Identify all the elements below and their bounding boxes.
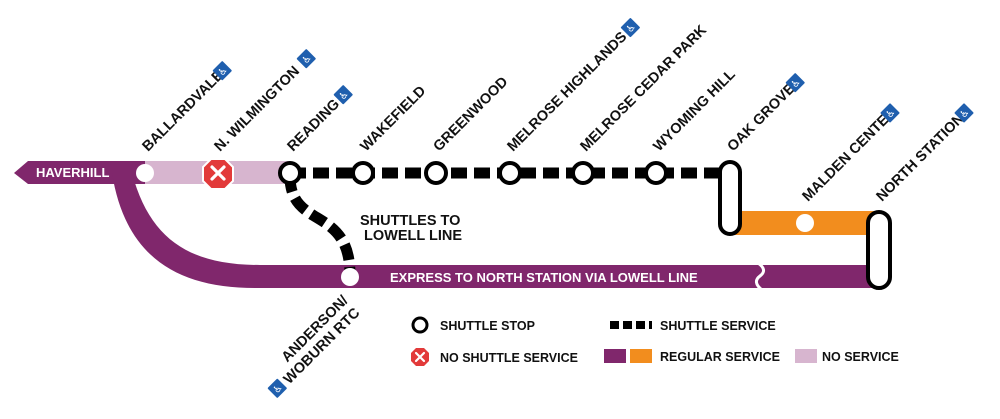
route-break-mark [755,261,765,292]
north-station-transfer [866,210,892,290]
accessible-icon: ♿ [267,378,287,398]
legend: SHUTTLE STOP SHUTTLE SERVICE NO SHUTTLE … [411,316,899,366]
legend-regular-purple-swatch [604,349,626,363]
station-marker-north-station-bottom [873,271,885,283]
haverhill-label: HAVERHILL [36,165,109,180]
legend-shuttle-stop-label: SHUTTLE STOP [440,319,535,333]
station-marker-oak-grove-bottom [724,217,736,229]
legend-shuttle-service-label: SHUTTLE SERVICE [660,319,776,333]
accessible-icon: ♿ [880,103,900,123]
station-marker-greenwood [424,161,448,185]
station-label-oak-grove: OAK GROVE [725,81,799,155]
station-marker-ballardvale [136,164,154,182]
station-marker-melrose-highlands [498,161,522,185]
station-label-wakefield: WAKEFIELD [358,83,430,155]
station-marker-anderson-woburn [341,268,359,286]
station-label-reading: READING [285,96,344,155]
shuttle-note-line1: SHUTTLES TO [360,213,460,229]
legend-shuttle-stop-icon [411,316,429,334]
legend-no-service-swatch [795,349,817,363]
station-marker-wyoming-hill [644,161,668,185]
station-marker-oak-grove-top [724,167,736,179]
accessible-icon: ♿ [620,18,640,38]
shuttle-lowell-route [284,175,356,276]
station-label-melrose-highlands: MELROSE HIGHLANDS [505,29,631,155]
accessible-icon: ♿ [333,85,353,105]
accessible-icon: ♿ [954,103,974,123]
accessible-icon: ♿ [296,49,316,69]
accessible-icon: ♿ [785,73,805,93]
shuttle-note-line2: LOWELL LINE [364,228,462,244]
express-label: EXPRESS TO NORTH STATION VIA LOWELL LINE [390,270,698,285]
station-label-greenwood: GREENWOOD [431,74,512,155]
haverhill-arrow [14,161,145,184]
legend-regular-service-label: REGULAR SERVICE [660,350,780,364]
station-marker-north-station-top [873,217,885,229]
legend-no-service-label: NO SERVICE [822,350,899,364]
station-marker-reading [278,161,302,185]
station-label-melrose-cedar-park: MELROSE CEDAR PARK [578,22,711,155]
legend-regular-orange-swatch [630,349,652,363]
station-marker-melrose-cedar-park [571,161,595,185]
no-shuttle-marker-n-wilmington [202,158,234,190]
express-route [112,173,880,288]
station-marker-wakefield [351,161,375,185]
legend-no-shuttle-icon [411,348,429,366]
accessible-icon: ♿ [212,61,232,81]
station-marker-malden-center [796,214,814,232]
legend-no-shuttle-label: NO SHUTTLE SERVICE [440,351,578,365]
oak-grove-transfer [718,160,742,236]
